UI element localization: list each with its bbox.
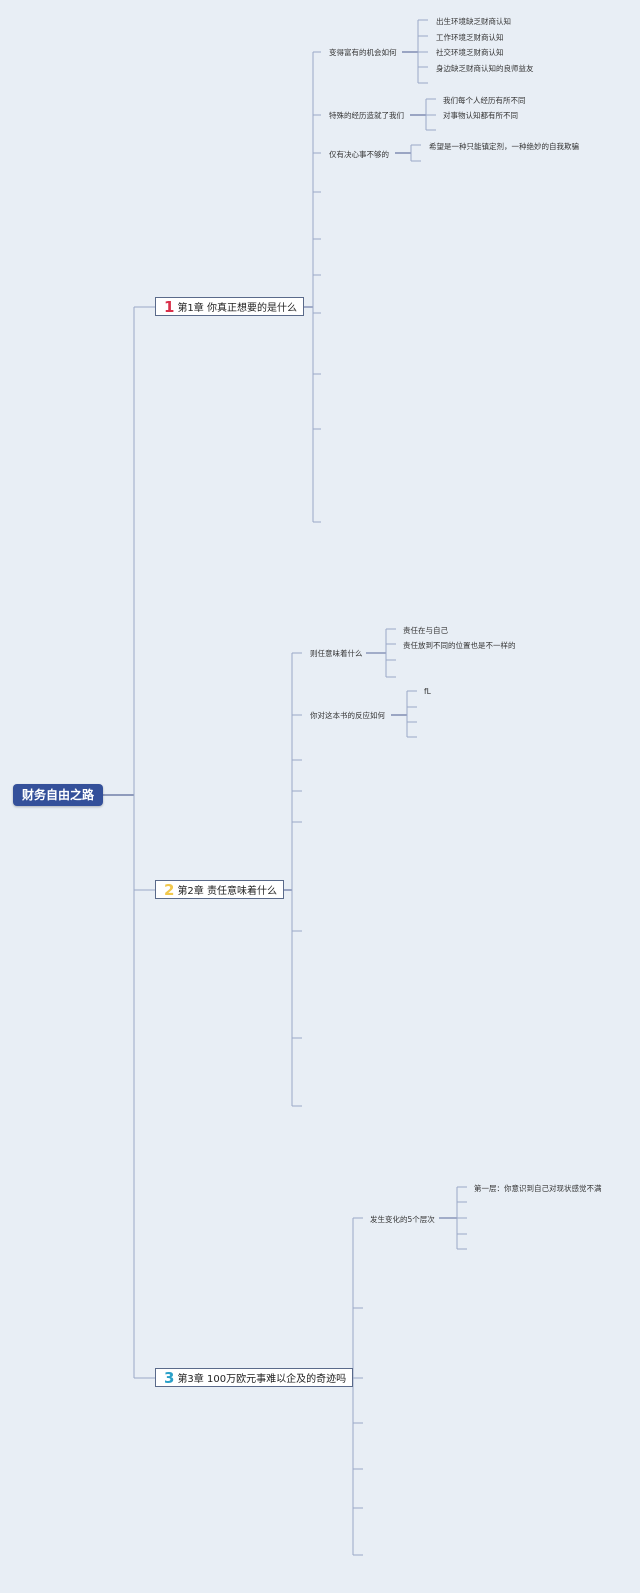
chapter-title: 第2章 责任意味着什么 [177, 886, 277, 897]
leaf-node[interactable]: 希望是一种只能镇定剂，一种绝妙的自我欺骗 [429, 142, 579, 151]
chapter-number: 3 [164, 1369, 175, 1387]
topic-node[interactable]: 特殊的经历造就了我们 [329, 111, 404, 120]
chapter-number: 2 [164, 881, 175, 899]
topic-node[interactable]: 变得富有的机会如何 [329, 48, 397, 57]
topic-node[interactable]: 则任意味着什么 [310, 649, 363, 658]
root-node[interactable]: 财务自由之路 [13, 784, 103, 806]
leaf-node[interactable]: fL [424, 687, 431, 696]
leaf-node[interactable]: 对事物认知都有所不同 [443, 111, 518, 120]
leaf-node[interactable]: 社交环境乏财商认知 [436, 48, 504, 57]
chapter-title: 第1章 你真正想要的是什么 [177, 303, 297, 314]
leaf-node[interactable]: 责任在与自己 [403, 626, 448, 635]
topic-node[interactable]: 仅有决心事不够的 [329, 150, 389, 159]
leaf-node[interactable]: 我们每个人经历有所不同 [443, 96, 526, 105]
topic-node[interactable]: 发生变化的5个层次 [370, 1215, 435, 1224]
topic-node[interactable]: 你对这本书的反应如何 [310, 711, 385, 720]
chapter-number: 1 [164, 298, 175, 316]
leaf-node[interactable]: 出生环境缺乏财商认知 [436, 17, 511, 26]
leaf-node[interactable]: 责任放到不同的位置也是不一样的 [403, 641, 516, 650]
leaf-node[interactable]: 工作环境乏财商认知 [436, 33, 504, 42]
leaf-node[interactable]: 身边缺乏财商认知的良师益友 [436, 64, 534, 73]
chapter-title: 第3章 100万欧元事难以企及的奇迹吗 [177, 1374, 347, 1385]
leaf-node[interactable]: 第一层：你意识到自己对现状感觉不满 [474, 1184, 602, 1193]
